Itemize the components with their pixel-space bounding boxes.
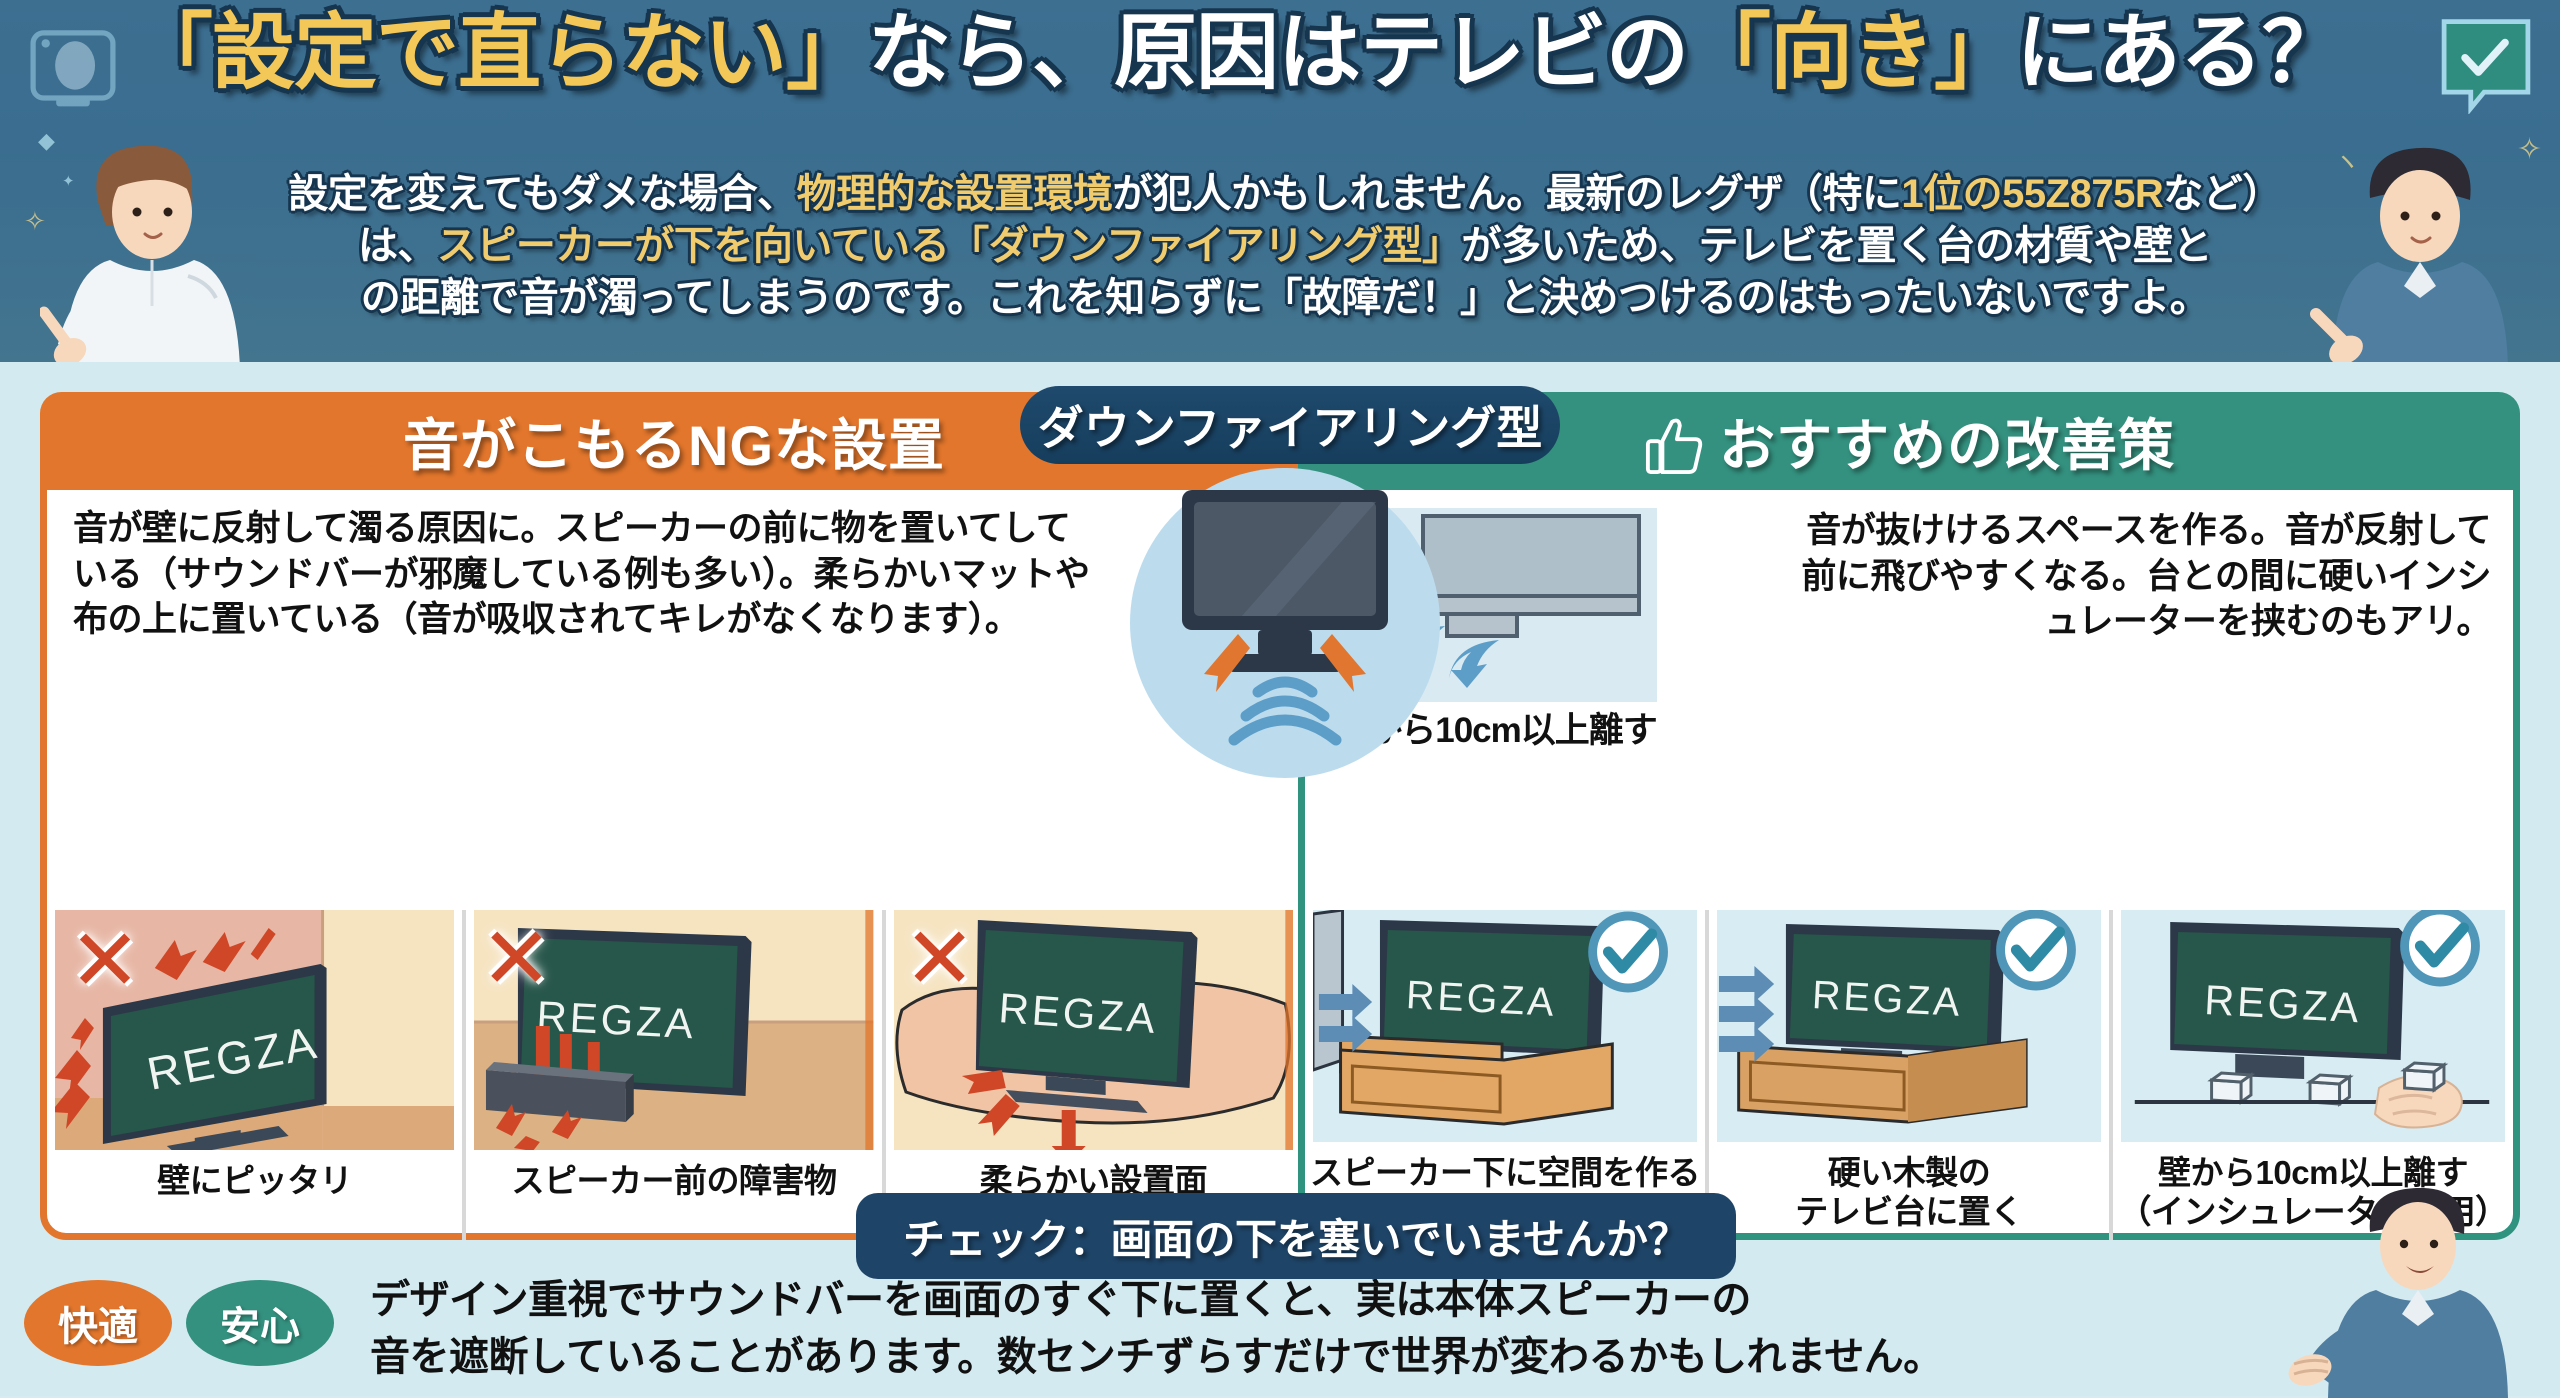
footer-badge-safety: 安心 xyxy=(186,1280,334,1366)
ng-card-2-caption: スピーカー前の障害物 xyxy=(511,1162,838,1199)
check-mark-icon xyxy=(1996,910,2076,991)
ok-panel-heading-label: おすすめの改善策 xyxy=(1719,413,2175,477)
check-banner: チェック：画面の下を塞いでいませんか？ xyxy=(856,1193,1736,1279)
x-mark-icon: ✕ xyxy=(69,913,142,1009)
ok-card-2-caption: 硬い木製の テレビ台に置く xyxy=(1709,1142,2109,1232)
footer: 快適 安心 デザイン重視でサウンドバーを画面のすぐ下に置くと、実は本体スピーカー… xyxy=(0,1188,2560,1398)
ng-panel: 音がこもるNGな設置 音が壁に反射して濁る原因に。スピーカーの前に物を置いてして… xyxy=(40,392,1308,1240)
ng-card-1: REGZA ✕ 壁にピッタリ xyxy=(47,910,462,1240)
down-firing-tv-illustration xyxy=(1182,490,1388,746)
caption-line: スピーカー下に空間を作る xyxy=(1310,1154,1701,1191)
ok-card-3-illustration: REGZA xyxy=(2121,910,2505,1142)
subtitle-segment: が多いため、テレビを置く台の材質や壁と xyxy=(1461,224,2213,268)
ok-panel-heading: おすすめの改善策 xyxy=(1298,392,2520,490)
down-firing-badge: ダウンファイアリング型 xyxy=(1012,386,1572,778)
svg-text:REGZA: REGZA xyxy=(1405,973,1558,1025)
ng-card-3: REGZA ✕ 柔らかい設置面 xyxy=(886,910,1301,1240)
ng-card-3-illustration: REGZA ✕ xyxy=(893,910,1293,1150)
ok-card-row: REGZA xyxy=(1305,910,2513,1240)
card-divider xyxy=(2109,910,2113,1240)
caption-line: 硬い木製の xyxy=(1827,1154,1991,1191)
ok-card-1: REGZA xyxy=(1305,910,1705,1240)
subtitle-segment: は、 xyxy=(357,224,438,268)
chat-check-icon xyxy=(2441,19,2531,114)
down-firing-label: ダウンファイアリング型 xyxy=(1020,386,1560,464)
header-subtitle: 設定を変えてもダメな場合、物理的な設置環境が犯人かもしれません。最新のレグザ（特… xyxy=(150,168,2420,324)
subtitle-segment: の距離で音が濁ってしまうのです。これを知らずに「故障だ！」と決めつけるのはもった… xyxy=(360,276,2210,320)
subtitle-line: 設定を変えてもダメな場合、物理的な設置環境が犯人かもしれません。最新のレグザ（特… xyxy=(150,168,2420,220)
ng-panel-lede: 音が壁に反射して濁る原因に。スピーカーの前に物を置いてしている（サウンドバーが邪… xyxy=(73,509,1090,639)
caption-line: テレビ台に置く xyxy=(1795,1192,2023,1230)
footer-line: 音を遮断していることがあります。数センチずらすだけで世界が変わるかもしれません。 xyxy=(370,1334,1943,1379)
ng-card-2: REGZA xyxy=(466,910,881,1240)
ng-card-1-caption: 壁にピッタリ xyxy=(157,1162,353,1199)
title-segment: にある？ xyxy=(2016,6,2345,99)
caption-line: 壁から10cm以上離す xyxy=(2158,1154,2468,1191)
ng-card-1-illustration: REGZA ✕ xyxy=(55,910,455,1150)
subtitle-segment: が犯人かもしれません。最新のレグザ（特に xyxy=(1112,172,1902,216)
svg-text:REGZA: REGZA xyxy=(2203,976,2362,1032)
title-segment: 「向き」 xyxy=(1688,6,2017,99)
sparkle-icon: ✦ xyxy=(62,173,75,190)
x-mark-icon: ✕ xyxy=(903,911,976,1007)
ng-card-2-illustration: REGZA xyxy=(474,910,874,1150)
ng-panel-body: 音が壁に反射して濁る原因に。スピーカーの前に物を置いてしている（サウンドバーが邪… xyxy=(47,490,1301,1240)
footer-text: デザイン重視でサウンドバーを画面のすぐ下に置くと、実は本体スピーカーの 音を遮断… xyxy=(370,1272,2270,1386)
ng-card-row: REGZA ✕ 壁にピッタリ xyxy=(47,910,1301,1240)
subtitle-line: は、スピーカーが下を向いている「ダウンファイアリング型」が多いため、テレビを置く… xyxy=(150,220,2420,272)
ok-card-2-illustration: REGZA xyxy=(1717,910,2101,1142)
ok-card-3: REGZA xyxy=(2113,910,2513,1240)
title-segment: 「設定で直らない」 xyxy=(130,6,869,99)
card-divider xyxy=(1705,910,1709,1240)
title-segment: なら、原因はテレビの xyxy=(868,6,1689,99)
subtitle-segment: 物理的な設置環境 xyxy=(796,172,1114,216)
subtitle-segment: スピーカーが下を向いている「ダウンファイアリング型」 xyxy=(436,224,1462,268)
card-divider xyxy=(881,910,886,1240)
sparkle-icon: ヽ xyxy=(2333,147,2360,177)
man-presenting-illustration xyxy=(2288,1188,2508,1398)
ng-card-3-caption: 柔らかい設置面 xyxy=(979,1162,1208,1199)
svg-text:REGZA: REGZA xyxy=(997,984,1159,1042)
footer-line: デザイン重視でサウンドバーを画面のすぐ下に置くと、実は本体スピーカーの xyxy=(370,1278,1751,1322)
header-banner: ◆ ✦ ✧ ✧ ヽ 「設定で直らない」なら、原因はテレビの「向き」にある xyxy=(0,0,2560,362)
sparkle-icon: ◆ xyxy=(38,128,55,153)
sparkle-icon: ✧ xyxy=(24,206,46,236)
ok-card-1-illustration: REGZA xyxy=(1313,910,1697,1142)
page-title: 「設定で直らない」なら、原因はテレビの「向き」にある？ xyxy=(130,8,2420,98)
svg-text:REGZA: REGZA xyxy=(1811,973,1964,1025)
card-divider xyxy=(462,910,467,1240)
woman-expert-illustration xyxy=(40,145,240,362)
projector-icon xyxy=(30,30,116,107)
man-pointing-illustration xyxy=(2310,147,2508,362)
subtitle-line: の距離で音が濁ってしまうのです。これを知らずに「故障だ！」と決めつけるのはもった… xyxy=(150,272,2420,324)
check-mark-icon xyxy=(1588,911,1668,993)
thumbs-up-icon xyxy=(1645,418,1703,474)
ok-panel-lede: 音が抜けけるスペースを作る。音が反射して前に飛びやすくなる。台との間に硬いインシ… xyxy=(1801,511,2491,641)
ok-card-2: REGZA xyxy=(1709,910,2109,1240)
svg-text:REGZA: REGZA xyxy=(536,992,698,1047)
subtitle-segment: など） xyxy=(2163,172,2282,216)
subtitle-segment: 1位の55Z875R xyxy=(1901,172,2164,216)
x-mark-icon: ✕ xyxy=(480,911,553,1007)
subtitle-segment: 設定を変えてもダメな場合、 xyxy=(288,172,797,216)
footer-badge-comfort: 快適 xyxy=(24,1280,172,1366)
sparkle-icon: ✧ xyxy=(2516,133,2542,166)
check-mark-icon xyxy=(2400,910,2480,987)
